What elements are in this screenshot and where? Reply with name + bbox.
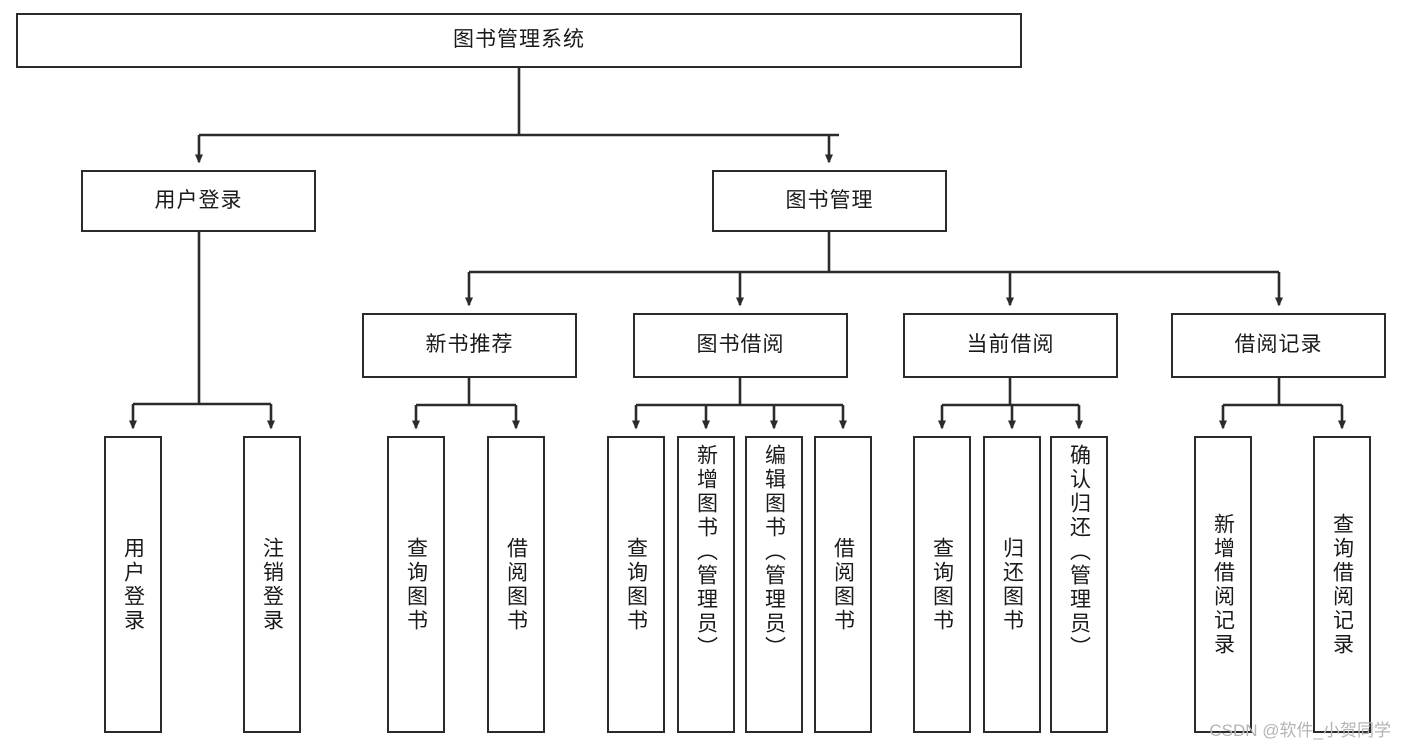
- node-label: 用户登录: [154, 188, 243, 212]
- leaf-new-book-borrow-book[interactable]: 借阅图书: [487, 436, 545, 733]
- node-book-borrow[interactable]: 图书借阅: [633, 313, 848, 378]
- leaf-current-borrow-query-book[interactable]: 查询图书: [913, 436, 971, 733]
- leaf-current-borrow-confirm-return-admin[interactable]: 确认归还（管理员）: [1050, 436, 1108, 733]
- leaf-book-borrow-edit-book-admin[interactable]: 编辑图书（管理员）: [745, 436, 803, 733]
- node-label: 借阅记录: [1234, 333, 1323, 357]
- node-label: 新书推荐: [425, 333, 514, 357]
- node-label: 借阅图书: [504, 536, 528, 633]
- leaf-book-borrow-borrow-book[interactable]: 借阅图书: [814, 436, 872, 733]
- leaf-book-borrow-query-book[interactable]: 查询图书: [607, 436, 665, 733]
- node-label: 新增图书（管理员）: [694, 444, 718, 660]
- leaf-book-borrow-add-book-admin[interactable]: 新增图书（管理员）: [677, 436, 735, 733]
- node-label: 查询图书: [404, 536, 428, 633]
- node-user-login[interactable]: 用户登录: [81, 170, 316, 232]
- node-label: 注销登录: [260, 536, 284, 633]
- leaf-borrow-record-query-record[interactable]: 查询借阅记录: [1313, 436, 1371, 733]
- node-label: 查询图书: [930, 536, 954, 633]
- node-label: 当前借阅: [966, 333, 1055, 357]
- node-borrow-record[interactable]: 借阅记录: [1171, 313, 1386, 378]
- node-current-borrow[interactable]: 当前借阅: [903, 313, 1118, 378]
- node-label: 用户登录: [121, 536, 145, 633]
- leaf-new-book-query-book[interactable]: 查询图书: [387, 436, 445, 733]
- watermark: CSDN @软件_小贺同学: [1209, 721, 1391, 740]
- node-label: 图书管理: [785, 188, 874, 212]
- leaf-current-borrow-return-book[interactable]: 归还图书: [983, 436, 1041, 733]
- node-label: 图书管理系统: [453, 28, 585, 52]
- node-root-book-management-system[interactable]: 图书管理系统: [16, 13, 1022, 68]
- leaf-borrow-record-add-record[interactable]: 新增借阅记录: [1194, 436, 1252, 733]
- node-label: 借阅图书: [831, 536, 855, 633]
- node-new-book-recommend[interactable]: 新书推荐: [362, 313, 577, 378]
- node-book-management[interactable]: 图书管理: [712, 170, 947, 232]
- node-label: 图书借阅: [696, 333, 785, 357]
- node-label: 编辑图书（管理员）: [762, 444, 786, 660]
- node-label: 新增借阅记录: [1211, 512, 1235, 657]
- node-label: 归还图书: [1000, 536, 1024, 633]
- leaf-user-login-login[interactable]: 用户登录: [104, 436, 162, 733]
- node-label: 确认归还（管理员）: [1067, 444, 1091, 660]
- leaf-user-login-logout[interactable]: 注销登录: [243, 436, 301, 733]
- node-label: 查询图书: [624, 536, 648, 633]
- node-label: 查询借阅记录: [1330, 512, 1354, 657]
